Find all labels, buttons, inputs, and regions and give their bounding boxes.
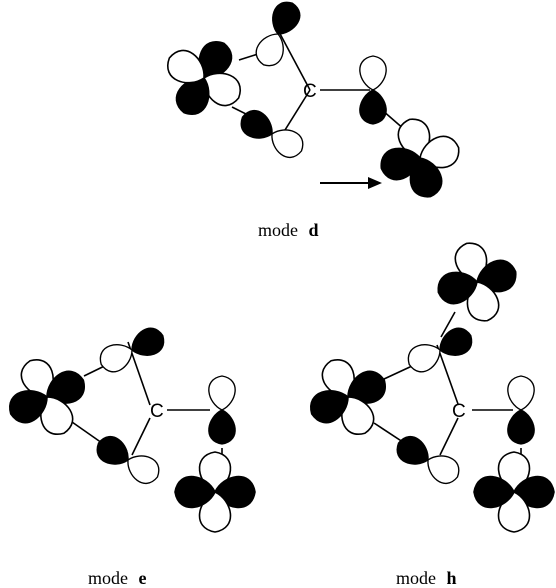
- caption-word: mode: [396, 568, 436, 588]
- displacement-arrow: [320, 177, 382, 189]
- bond: [436, 344, 459, 405]
- d-orbital: [376, 114, 464, 202]
- bond: [277, 29, 311, 91]
- d-orbital: [473, 451, 555, 533]
- caption-letter: e: [139, 568, 147, 588]
- caption-word: mode: [88, 568, 128, 588]
- carbon-atom-label: C: [150, 401, 164, 422]
- bond: [131, 417, 151, 456]
- caption-word: mode: [258, 220, 298, 240]
- p-orbital: [208, 375, 236, 445]
- caption-mode-e: mode e: [88, 568, 147, 588]
- bond: [439, 417, 459, 456]
- p-orbital: [251, 0, 305, 72]
- caption-mode-h: mode h: [396, 568, 457, 588]
- d-orbital: [3, 353, 91, 441]
- carbon-atom-label: C: [452, 401, 466, 422]
- bond: [440, 311, 456, 338]
- panel-mode-d: C: [160, 0, 464, 240]
- panel-mode-e: C mode: [3, 323, 256, 588]
- p-orbital: [391, 430, 465, 490]
- p-orbital: [235, 104, 309, 164]
- p-orbital: [91, 430, 165, 490]
- p-orbital: [402, 323, 478, 377]
- caption-letter: d: [309, 220, 319, 240]
- d-orbital: [174, 451, 256, 533]
- caption-mode-d: mode d: [258, 220, 319, 240]
- d-orbital: [433, 238, 521, 326]
- p-orbital: [94, 323, 170, 377]
- panel-mode-h: C: [304, 238, 555, 588]
- carbon-atom-label: C: [303, 81, 317, 102]
- caption-letter: h: [447, 568, 457, 588]
- d-orbital: [304, 353, 392, 441]
